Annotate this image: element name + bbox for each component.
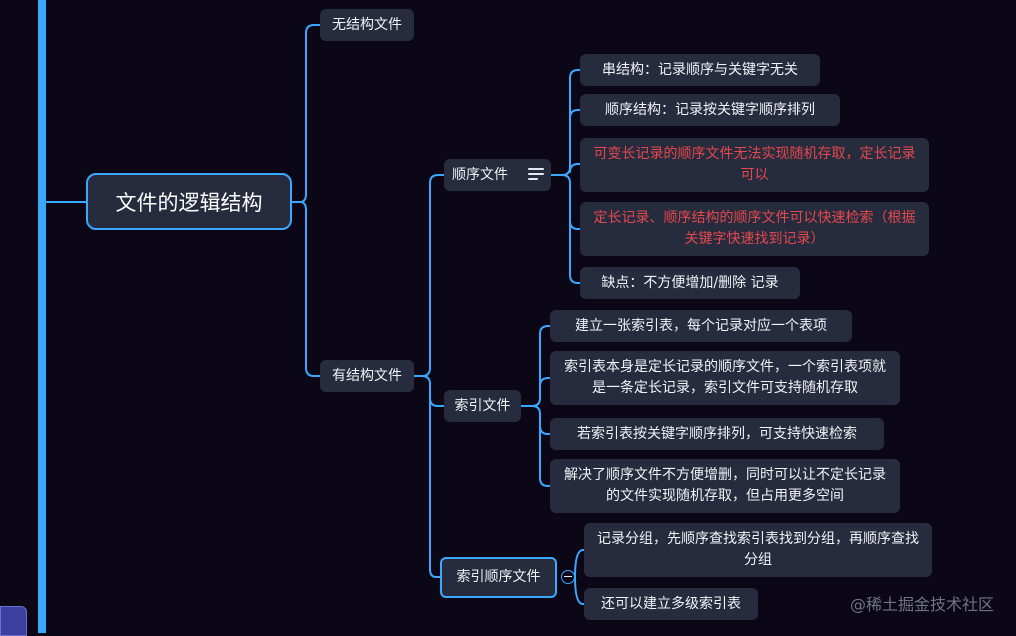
node-unstructured-file-label: 无结构文件 [332,16,402,33]
leaf-sequential-4-text: 定长记录、顺序结构的顺序文件可以快速检索（根据关键字快速找到记录） [593,210,916,247]
leaf-indexed-1-text: 建立一张索引表，每个记录对应一个表项 [575,317,827,334]
node-indexed-file[interactable]: 索引文件 [444,390,521,422]
leaf-sequential-4[interactable]: 定长记录、顺序结构的顺序文件可以快速检索（根据关键字快速找到记录） [580,202,929,256]
edge-idx-item1 [520,325,551,407]
left-connector-bar [38,0,46,633]
leaf-sequential-3-text: 可变长记录的顺序文件无法实现随机存取，定长记录可以 [593,146,916,183]
node-unstructured-file[interactable]: 无结构文件 [320,9,414,41]
leaf-sequential-2-text: 顺序结构：记录按关键字顺序排列 [605,101,815,118]
leaf-indexed-4[interactable]: 解决了顺序文件不方便增删，同时可以让不定长记录的文件实现随机存取，但占用更多空间 [550,459,900,513]
leaf-indexed-2[interactable]: 索引表本身是定长记录的顺序文件，一个索引表项就是一条定长记录，索引文件可支持随机… [550,351,900,405]
edge-idx-item4 [539,425,551,487]
leaf-indexed-seq-1[interactable]: 记录分组，先顺序查找索引表找到分组，再顺序查找分组 [584,523,932,577]
edge-structured-indexed [421,375,445,407]
leaf-indexed-seq-1-text: 记录分组，先顺序查找索引表找到分组，再顺序查找分组 [597,531,919,568]
leaf-sequential-2[interactable]: 顺序结构：记录按关键字顺序排列 [580,94,840,126]
leaf-sequential-5-text: 缺点：不方便增加/删除 记录 [601,274,779,291]
edge-root-unstructured [291,24,321,203]
leaf-sequential-1-text: 串结构：记录顺序与关键字无关 [602,61,798,78]
leaf-sequential-1[interactable]: 串结构：记录顺序与关键字无关 [580,54,820,86]
leaf-sequential-5[interactable]: 缺点：不方便增加/删除 记录 [580,267,800,299]
leaf-indexed-4-text: 解决了顺序文件不方便增删，同时可以让不定长记录的文件实现随机存取，但占用更多空间 [564,467,886,504]
edge-structured-indexed-seq [429,397,441,578]
root-node-label: 文件的逻辑结构 [115,190,263,215]
node-structured-file[interactable]: 有结构文件 [320,360,414,392]
edge-iseq-item1 [574,549,585,578]
leaf-indexed-seq-2-text: 还可以建立多级索引表 [601,595,741,612]
node-sequential-file[interactable]: 顺序文件 [444,159,551,191]
node-indexed-sequential-file[interactable]: 索引顺序文件 [440,557,557,598]
edge-seq-item2 [569,109,581,119]
root-node[interactable]: 文件的逻辑结构 [86,173,292,230]
node-structured-file-label: 有结构文件 [332,367,402,384]
node-indexed-sequential-file-label: 索引顺序文件 [456,569,541,585]
leaf-indexed-2-text: 索引表本身是定长记录的顺序文件，一个索引表项就是一条定长记录，索引文件可支持随机… [564,359,886,396]
edge-seq-item1 [550,69,581,176]
edge-structured-sequential [413,174,445,377]
leaf-indexed-3[interactable]: 若索引表按关键字顺序排列，可支持快速检索 [550,418,884,450]
leaf-indexed-1[interactable]: 建立一张索引表，每个记录对应一个表项 [550,310,852,342]
leaf-sequential-3[interactable]: 可变长记录的顺序文件无法实现随机存取，定长记录可以 [580,138,929,192]
watermark-text: @稀土掘金技术社区 [849,595,994,614]
node-sequential-file-label: 顺序文件 [452,166,508,183]
leaf-indexed-3-text: 若索引表按关键字顺序排列，可支持快速检索 [577,425,857,442]
edge-iseq-item2 [574,576,585,605]
node-indexed-file-label: 索引文件 [454,397,511,414]
edge-root-structured [299,201,321,377]
edge-idx-item2 [539,377,551,387]
edge-seq-item5 [569,220,581,284]
leaf-indexed-seq-2[interactable]: 还可以建立多级索引表 [584,588,758,620]
watermark: @稀土掘金技术社区 [850,591,994,615]
collapse-toggle[interactable] [561,570,575,584]
edge-seq-item4 [561,174,581,230]
note-icon[interactable] [528,168,544,182]
edge-seq-item3 [569,163,581,173]
